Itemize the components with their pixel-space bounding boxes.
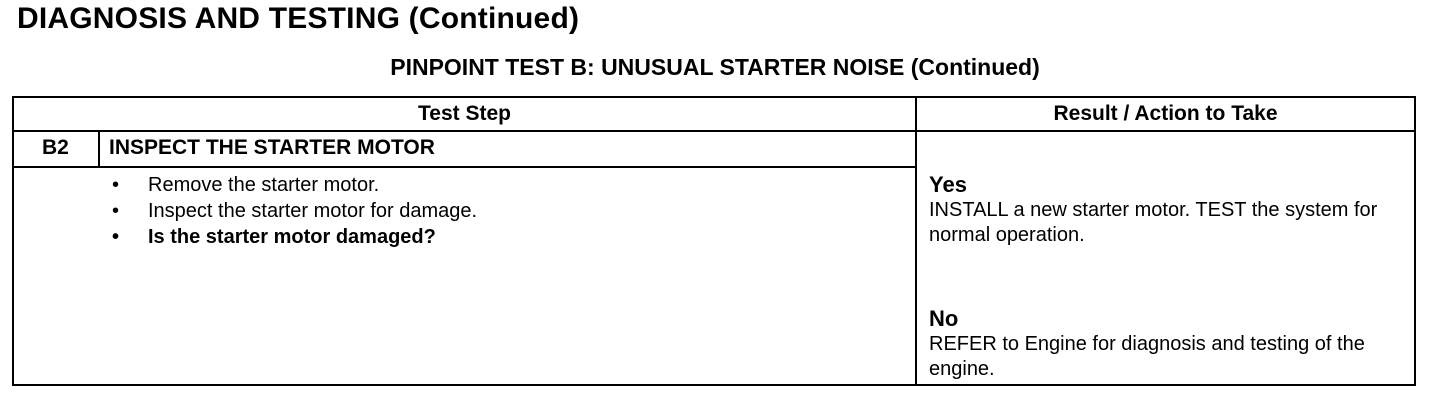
step-title: INSPECT THE STARTER MOTOR: [109, 136, 435, 159]
column-divider: [915, 98, 917, 384]
step-bullet-item: • Remove the starter motor.: [106, 172, 477, 198]
page-title-text: DIAGNOSIS AND TESTING: [17, 2, 401, 35]
bullet-icon: •: [112, 200, 120, 222]
bullet-icon: •: [112, 226, 120, 248]
step-bullet-text: Inspect the starter motor for damage.: [148, 200, 478, 222]
result-yes-text: INSTALL a new starter motor. TEST the sy…: [929, 199, 1378, 246]
header-divider: [14, 130, 1414, 132]
step-bullet-item: • Inspect the starter motor for damage.: [106, 198, 477, 224]
step-bullet-text: Remove the starter motor.: [148, 174, 380, 196]
page-title-suffix: (Continued): [408, 2, 580, 35]
step-id-divider: [98, 130, 100, 166]
step-bullet-question: • Is the starter motor damaged?: [106, 224, 477, 250]
header-test-step: Test Step: [418, 102, 511, 125]
step-id: B2: [42, 136, 69, 159]
result-yes-label: Yes: [929, 172, 967, 197]
result-no: No REFER to Engine for diagnosis and tes…: [929, 306, 1399, 382]
result-no-text: REFER to Engine for diagnosis and testin…: [929, 333, 1365, 380]
result-no-label: No: [929, 306, 959, 331]
step-bullet-list: • Remove the starter motor. • Inspect th…: [106, 172, 477, 250]
page-title: DIAGNOSIS AND TESTING (Continued): [17, 2, 579, 36]
test-title-suffix: (Continued): [910, 54, 1040, 80]
result-yes: Yes INSTALL a new starter motor. TEST th…: [929, 172, 1399, 248]
step-bullet-text: Is the starter motor damaged?: [148, 226, 436, 248]
test-title-text: PINPOINT TEST B: UNUSUAL STARTER NOISE: [390, 54, 905, 80]
test-title: PINPOINT TEST B: UNUSUAL STARTER NOISE (…: [0, 54, 1430, 81]
bullet-icon: •: [112, 174, 120, 196]
test-table: Test Step Result / Action to Take B2 INS…: [12, 96, 1416, 386]
header-result-action: Result / Action to Take: [1053, 102, 1278, 125]
step-title-divider: [14, 166, 917, 168]
